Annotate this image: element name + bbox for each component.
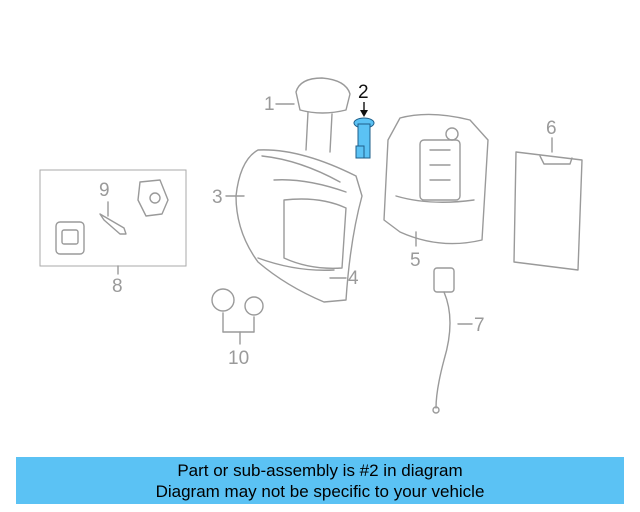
callout-3: 3: [212, 187, 223, 208]
info-banner: Part or sub-assembly is #2 in diagram Di…: [16, 457, 624, 504]
part-7-release-cable[interactable]: [432, 267, 455, 414]
callout-10: 10: [228, 348, 249, 369]
part-6-back-panel[interactable]: [513, 151, 583, 271]
part-5-seatback-frame[interactable]: [383, 113, 489, 245]
callout-9: 9: [99, 180, 110, 201]
parts-diagram: 9 8 1 2 3 4 5 6: [39, 77, 583, 414]
part-10-caps[interactable]: [211, 288, 264, 333]
callout-6: 6: [546, 118, 557, 139]
banner-line-2: Diagram may not be specific to your vehi…: [155, 482, 485, 501]
callout-8: 8: [112, 276, 123, 297]
callout-4: 4: [348, 268, 359, 289]
callout-5: 5: [410, 250, 421, 271]
part-3-seatback-cover[interactable]: [235, 149, 363, 303]
banner-line-1: Part or sub-assembly is #2 in diagram: [177, 461, 463, 480]
part-2-headrest-guide[interactable]: [353, 117, 375, 159]
callout-7: 7: [474, 315, 485, 336]
callout-1: 1: [264, 94, 275, 115]
part-4-seatback-pad[interactable]: [283, 198, 347, 269]
callout-2: 2: [358, 82, 369, 103]
part-8-bracket-kit[interactable]: [39, 169, 187, 267]
part-1-headrest[interactable]: [295, 77, 351, 153]
